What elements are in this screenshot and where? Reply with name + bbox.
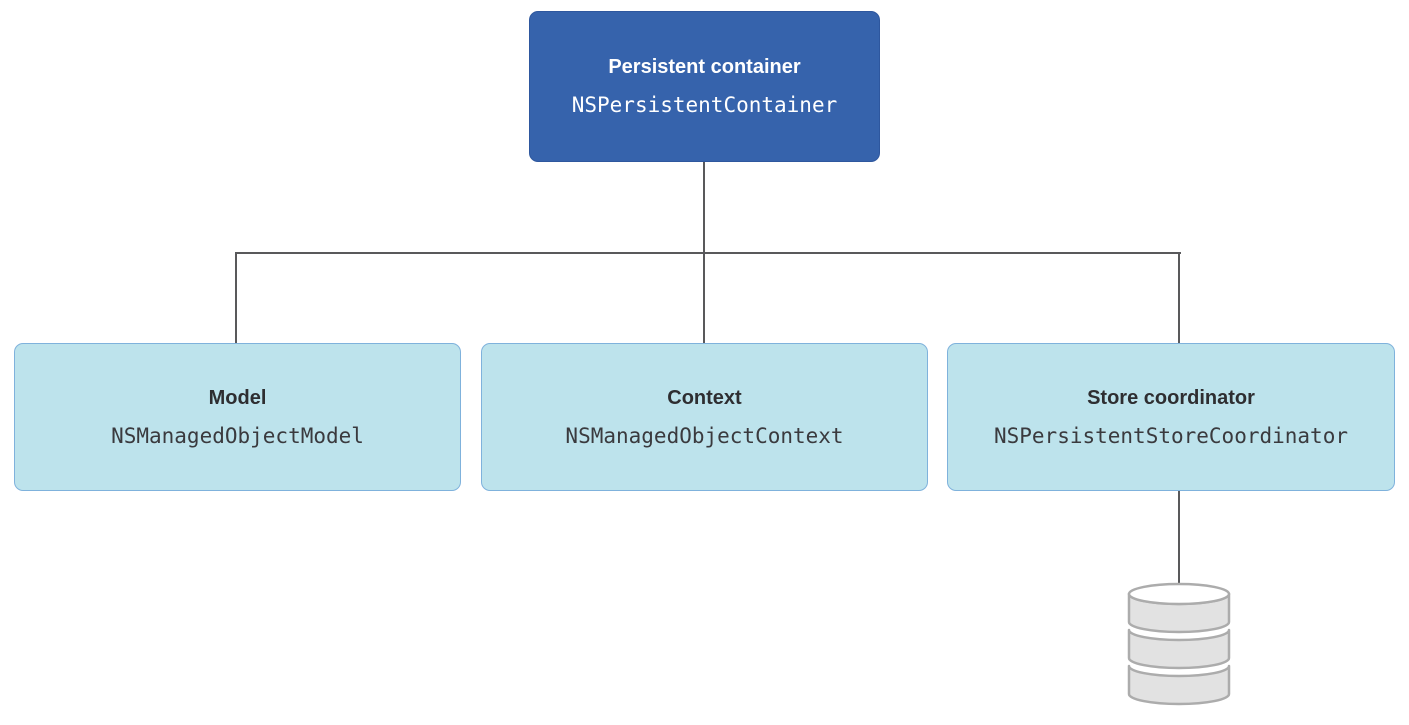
node-title: Model (208, 386, 267, 409)
node-title: Persistent container (608, 56, 801, 78)
node-class-name: NSManagedObjectContext (565, 423, 844, 448)
node-context: Context NSManagedObjectContext (481, 343, 928, 491)
node-persistent-container: Persistent container NSPersistentContain… (529, 11, 880, 162)
node-store-coordinator: Store coordinator NSPersistentStoreCoord… (947, 343, 1395, 491)
connector-root-to-branch (703, 162, 705, 253)
connector-branch-horizontal (235, 252, 1181, 254)
connector-branch-to-context (703, 252, 705, 343)
connector-branch-to-model (235, 252, 237, 343)
connector-branch-to-store-coordinator (1178, 252, 1180, 343)
node-model: Model NSManagedObjectModel (14, 343, 461, 491)
node-class-name: NSPersistentStoreCoordinator (993, 423, 1348, 448)
node-title: Store coordinator (1087, 386, 1255, 409)
database-cylinder-icon (1127, 582, 1231, 706)
node-title: Context (667, 386, 742, 409)
connector-store-coordinator-to-database (1178, 491, 1180, 584)
node-class-name: NSPersistentContainer (571, 93, 838, 117)
node-class-name: NSManagedObjectModel (111, 423, 364, 448)
